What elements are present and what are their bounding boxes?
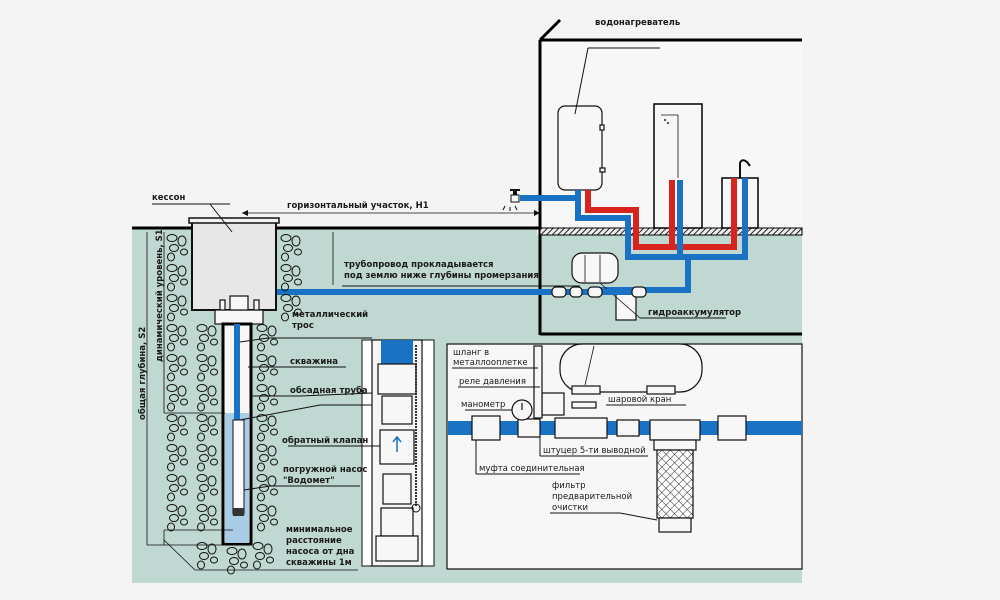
label-min-distance-1: минимальное [286,525,353,535]
label-pump-1: погружной насос [283,465,367,475]
label-min-distance-2: расстояние [286,536,342,546]
label-total-depth: общая глубина, S2 [137,327,148,420]
outdoor-tap-icon [502,189,520,211]
house-piping [520,178,748,293]
label-well: скважина [290,357,338,367]
label-ball-valve: шаровой кран [608,395,671,405]
label-casing-pipe: обсадная труба [290,385,368,396]
label-pressure-switch: реле давления [459,377,526,387]
label-filter-1: фильтр [552,481,586,491]
label-water-heater: водонагреватель [595,18,680,28]
dimension-lines [146,232,358,571]
label-pipeline-2: под землю ниже глубины промерзания [344,270,539,281]
sink [721,159,759,229]
label-hose-1: шланг в [453,348,489,358]
label-metal-cable-2: трос [292,321,314,331]
label-caisson: кессон [152,193,185,203]
label-metal-cable-1: металлический [292,310,368,320]
label-min-distance-3: насоса от дна [286,547,355,557]
label-filter-2: предварительной [552,492,632,502]
check-valve-detail [361,339,435,567]
label-check-valve: обратный клапан [282,435,368,446]
well [214,295,264,546]
water-heater [557,47,660,191]
label-manometer: манометр [461,400,505,410]
leaders-equipment [452,367,686,521]
label-fitting-5way: штуцер 5-ти выводной [543,446,646,456]
leaders-well [239,337,380,491]
label-horizontal-section: горизонтальный участок, Н1 [287,201,429,211]
label-min-distance-4: скважины 1м [286,558,352,568]
label-pump-2: "Водомет" [283,476,335,486]
label-filter-3: очистки [552,503,588,513]
label-accumulator: гидроаккумулятор [648,308,741,318]
label-coupling: муфта соединительная [479,464,585,474]
hydroaccumulator [571,252,726,321]
label-dynamic-level: динамический уровень, S1 [155,229,165,362]
label-pipeline-1: трубопровод прокладывается [344,259,494,270]
caisson [152,203,540,311]
label-hose-2: металлооплетке [453,358,528,368]
